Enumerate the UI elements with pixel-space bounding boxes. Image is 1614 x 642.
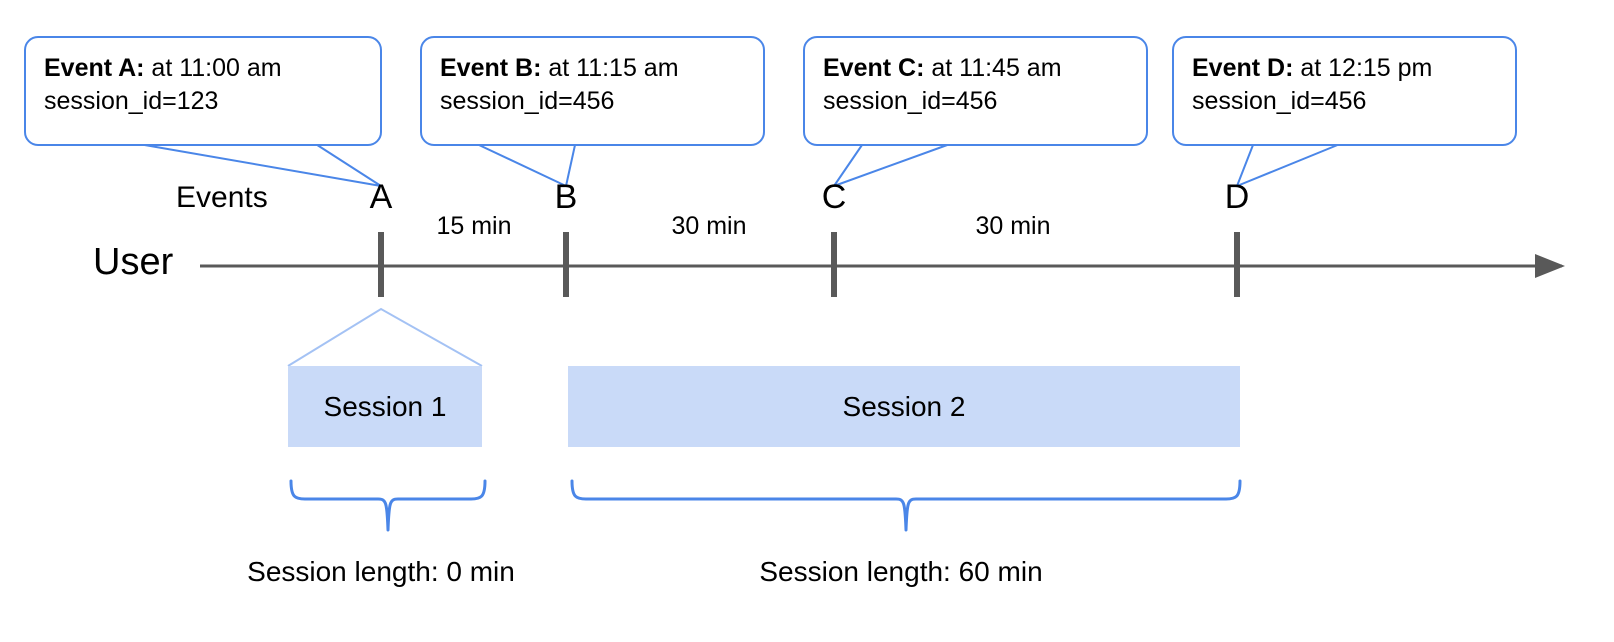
callout-tail-c — [833, 143, 951, 187]
callout-c-session: session_id=456 — [823, 87, 998, 115]
session-block-2[interactable]: Session 2 — [568, 366, 1240, 447]
callout-event-a[interactable]: Event A: at 11:00 am session_id=123 — [24, 36, 382, 146]
callout-tail-d — [1236, 143, 1341, 187]
callout-event-c[interactable]: Event C: at 11:45 am session_id=456 — [803, 36, 1148, 146]
callout-d-title: Event D: — [1192, 54, 1294, 82]
session-1-length-label: Session length: 0 min — [247, 556, 515, 587]
event-letter-b: B — [554, 178, 578, 216]
callout-a-time: at 11:00 am — [144, 54, 282, 82]
callout-c-time: at 11:45 am — [924, 54, 1062, 82]
gap-label-b-c: 30 min — [671, 212, 747, 240]
callout-d-session: session_id=456 — [1192, 87, 1367, 115]
callout-c-title: Event C: — [823, 54, 925, 82]
gap-label-c-d: 30 min — [975, 212, 1051, 240]
session-block-1[interactable]: Session 1 — [288, 366, 482, 447]
callout-d-time: at 12:15 pm — [1293, 54, 1433, 82]
callout-b-line1: Event B: at 11:15 am — [440, 52, 745, 85]
session1-brace — [289, 479, 487, 532]
event-letter-d: D — [1224, 178, 1250, 216]
callout-b-session: session_id=456 — [440, 87, 615, 115]
user-row-label: User — [93, 241, 174, 283]
session1-connector — [287, 307, 483, 367]
callout-a-title: Event A: — [44, 54, 145, 82]
callout-a-line1: Event A: at 11:00 am — [44, 52, 362, 85]
callout-d-line1: Event D: at 12:15 pm — [1192, 52, 1497, 85]
callout-b-time: at 11:15 am — [541, 54, 679, 82]
event-letter-c: C — [821, 178, 847, 216]
callout-a-session: session_id=123 — [44, 87, 219, 115]
session-block-2-label: Session 2 — [842, 390, 966, 422]
callout-tail-a — [132, 140, 382, 187]
gap-label-a-b: 15 min — [436, 212, 512, 240]
callout-b-title: Event B: — [440, 54, 542, 82]
callout-event-b[interactable]: Event B: at 11:15 am session_id=456 — [420, 36, 765, 146]
session-2-length-label: Session length: 60 min — [759, 556, 1043, 587]
session-block-1-label: Session 1 — [323, 390, 447, 422]
session2-brace — [570, 479, 1242, 532]
event-letter-a: A — [369, 178, 393, 216]
callout-event-d[interactable]: Event D: at 12:15 pm session_id=456 — [1172, 36, 1517, 146]
events-row-label: Events — [176, 181, 268, 214]
callout-c-line1: Event C: at 11:45 am — [823, 52, 1128, 85]
